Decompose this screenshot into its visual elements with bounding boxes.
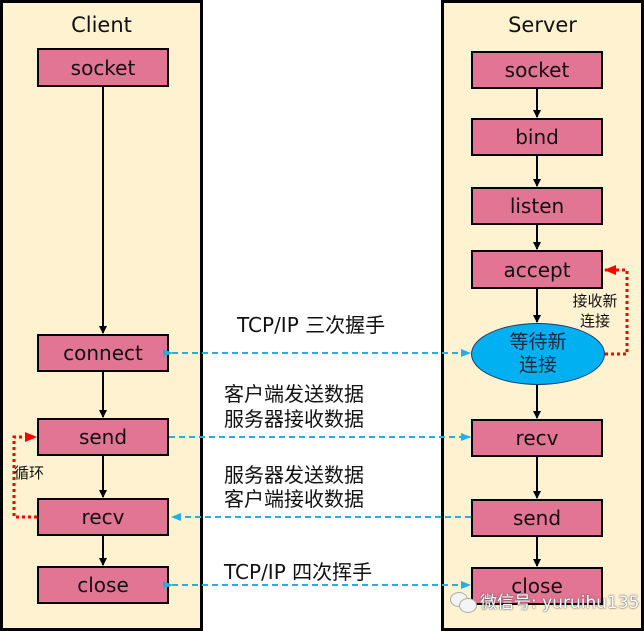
server-send-label-line1: 服务器发送数据 bbox=[224, 463, 364, 487]
teardown-label: TCP/IP 四次挥手 bbox=[224, 560, 373, 584]
handshake-label: TCP/IP 三次握手 bbox=[237, 313, 386, 337]
server-accept-box: accept bbox=[471, 250, 603, 289]
server-title: Server bbox=[508, 13, 577, 37]
client-send-box: send bbox=[37, 418, 169, 456]
server-send-box: send bbox=[471, 499, 603, 537]
server-bind-box: bind bbox=[471, 118, 603, 156]
client-send-label-line1: 客户端发送数据 bbox=[224, 382, 364, 406]
accept-loop-label: 接收新 连接 bbox=[569, 291, 621, 331]
server-listen-box: listen bbox=[471, 187, 603, 225]
server-wait-node: 等待新 连接 bbox=[471, 323, 605, 385]
client-socket-box: socket bbox=[37, 48, 169, 87]
client-title: Client bbox=[71, 13, 132, 37]
wechat-icon bbox=[448, 590, 478, 613]
server-close-box: close bbox=[471, 567, 603, 605]
watermark-text: 微信号: yuruihu135 bbox=[480, 593, 640, 613]
watermark: 微信号: yuruihu135 bbox=[448, 588, 639, 613]
server-recv-box: recv bbox=[471, 419, 603, 457]
wait-node-line1: 等待新 bbox=[509, 331, 567, 353]
client-send-label-line2: 服务器接收数据 bbox=[224, 407, 364, 431]
server-socket-box: socket bbox=[471, 51, 603, 89]
accept-loop-label-line1: 接收新 bbox=[572, 292, 618, 310]
accept-loop-label-line2: 连接 bbox=[579, 312, 610, 330]
client-loop-arrow bbox=[12, 432, 37, 519]
client-connect-box: connect bbox=[37, 334, 169, 372]
client-recv-box: recv bbox=[37, 498, 169, 536]
server-accept-loop-arrow bbox=[604, 265, 629, 356]
client-close-box: close bbox=[37, 566, 169, 604]
client-loop-label: 循环 bbox=[14, 464, 45, 482]
wait-node-line2: 连接 bbox=[518, 354, 557, 376]
server-send-label-line2: 客户端接收数据 bbox=[224, 487, 364, 511]
